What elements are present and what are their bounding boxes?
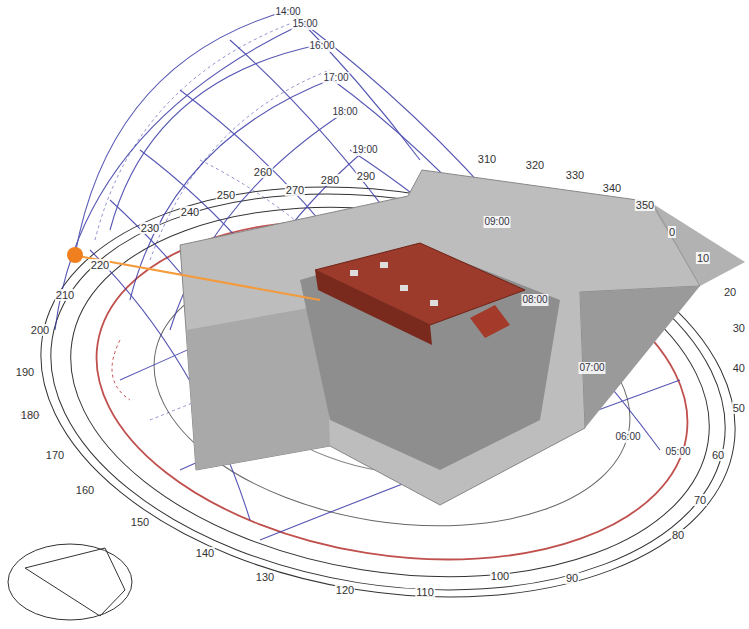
hour-label: 09:00 [483, 216, 510, 228]
azimuth-label: 220 [90, 259, 110, 271]
azimuth-label: 210 [55, 289, 75, 301]
azimuth-label: 120 [335, 584, 355, 596]
azimuth-label: 240 [180, 206, 200, 218]
hour-label: 19:00 [351, 144, 378, 156]
hour-label: 06:00 [614, 431, 641, 443]
azimuth-label: 40 [732, 362, 746, 374]
azimuth-label: 20 [723, 286, 737, 298]
azimuth-label: 80 [671, 529, 685, 541]
azimuth-label: 280 [320, 174, 340, 186]
azimuth-label: 140 [195, 547, 215, 559]
hour-label: 14:00 [274, 6, 301, 18]
azimuth-label: 340 [602, 182, 622, 194]
hour-label: 16:00 [308, 40, 335, 52]
azimuth-label: 110 [415, 586, 435, 598]
azimuth-label: 130 [255, 571, 275, 583]
hour-label: 05:00 [664, 446, 691, 458]
azimuth-label: 30 [732, 322, 746, 334]
azimuth-label: 320 [525, 159, 545, 171]
azimuth-label: 0 [668, 226, 676, 238]
azimuth-label: 290 [356, 170, 376, 182]
azimuth-label: 200 [30, 324, 50, 336]
azimuth-label: 180 [20, 409, 40, 421]
azimuth-label: 170 [45, 449, 65, 461]
azimuth-label: 150 [130, 516, 150, 528]
azimuth-label: 60 [711, 449, 725, 461]
hour-label: 08:00 [521, 294, 548, 306]
hour-label: 07:00 [578, 362, 605, 374]
hour-label: 17:00 [322, 72, 349, 84]
azimuth-label: 90 [565, 572, 579, 584]
azimuth-label: 310 [477, 153, 497, 165]
hour-label: 18:00 [331, 106, 358, 118]
azimuth-label: 230 [140, 222, 160, 234]
azimuth-label: 50 [732, 402, 746, 414]
azimuth-label: 270 [285, 184, 305, 196]
azimuth-label: 10 [696, 252, 710, 264]
azimuth-label: 260 [253, 166, 273, 178]
azimuth-label: 330 [565, 169, 585, 181]
azimuth-label: 160 [75, 484, 95, 496]
azimuth-label: 250 [216, 189, 236, 201]
hour-label: 15:00 [291, 18, 318, 30]
azimuth-label: 100 [490, 570, 510, 582]
azimuth-label: 190 [15, 366, 35, 378]
azimuth-label: 70 [693, 494, 707, 506]
azimuth-label: 350 [635, 199, 655, 211]
